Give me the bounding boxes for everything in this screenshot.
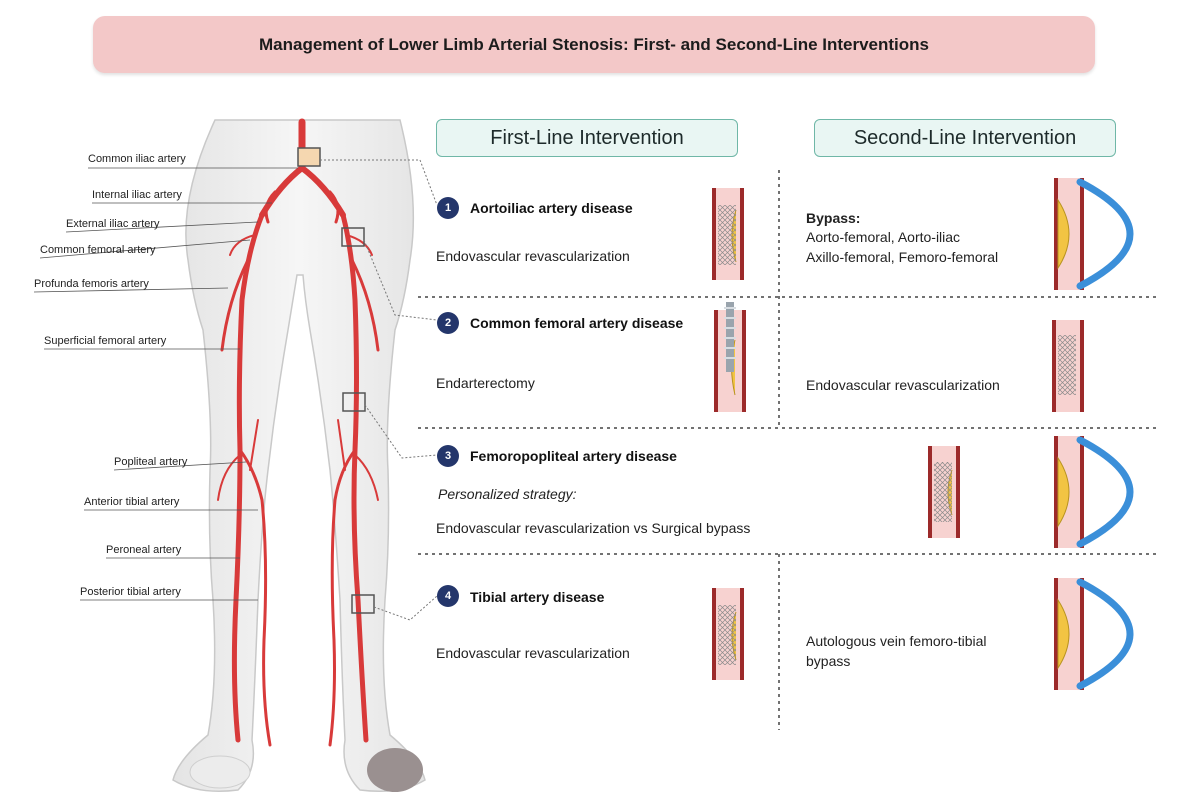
label-common-iliac: Common iliac artery xyxy=(88,153,186,165)
label-popliteal: Popliteal artery xyxy=(114,456,188,468)
row1-second-line-text-1: Aorto-femoral, Aorto-iliac xyxy=(806,229,961,245)
page-title: Management of Lower Limb Arterial Stenos… xyxy=(258,34,929,54)
row2-first-line-text: Endarterectomy xyxy=(436,375,535,391)
row3-first-line-text: Endovascular revascularization vs Surgic… xyxy=(436,520,751,536)
label-profunda-femoris: Profunda femoris artery xyxy=(34,278,149,290)
row1-disease-title: Aortoiliac artery disease xyxy=(470,200,633,216)
row2-disease-title: Common femoral artery disease xyxy=(470,315,684,331)
stent-icon-row3 xyxy=(928,446,960,538)
row3-disease-title: Femoropopliteal artery disease xyxy=(470,448,677,464)
bypass-icon-row3 xyxy=(1054,436,1134,548)
label-common-femoral: Common femoral artery xyxy=(40,244,156,256)
row2-number-badge: 2 xyxy=(437,312,459,334)
endarterectomy-icon-row2 xyxy=(714,302,746,412)
lesion-connectors xyxy=(320,159,438,621)
label-anterior-tibial: Anterior tibial artery xyxy=(84,496,180,508)
row1-second-line-heading: Bypass: xyxy=(806,210,861,226)
grid-separators xyxy=(418,170,1160,730)
row1-first-line-text: Endovascular revascularization xyxy=(436,248,630,264)
second-line-header: Second-Line Intervention xyxy=(814,119,1116,157)
label-internal-iliac: Internal iliac artery xyxy=(92,189,182,201)
label-peroneal: Peroneal artery xyxy=(106,544,182,556)
stent-icon-row2-second xyxy=(1052,320,1084,412)
row4-second-line-text-1: Autologous vein femoro-tibial xyxy=(806,633,987,649)
row4-first-line-text: Endovascular revascularization xyxy=(436,645,630,661)
lesion-markers xyxy=(297,147,375,614)
title-banner: Management of Lower Limb Arterial Stenos… xyxy=(93,16,1095,73)
bypass-icon-row4 xyxy=(1054,578,1134,690)
bypass-icon-row1 xyxy=(1054,178,1134,290)
row3-number-badge: 3 xyxy=(437,445,459,467)
label-posterior-tibial: Posterior tibial artery xyxy=(80,586,181,598)
legs-illustration xyxy=(172,119,426,792)
row2-second-line-text: Endovascular revascularization xyxy=(806,377,1000,393)
label-leaders xyxy=(33,167,298,601)
row4-number-badge: 4 xyxy=(437,585,459,607)
label-superficial-femoral: Superficial femoral artery xyxy=(44,335,167,347)
row1-number-badge: 1 xyxy=(437,197,459,219)
row4-disease-title: Tibial artery disease xyxy=(470,589,605,605)
row1-second-line-text-2: Axillo-femoral, Femoro-femoral xyxy=(806,249,999,265)
label-external-iliac: External iliac artery xyxy=(66,218,160,230)
stent-icon-row4 xyxy=(712,588,744,680)
first-line-header: First-Line Intervention xyxy=(436,119,738,157)
row3-strategy-text: Personalized strategy: xyxy=(438,486,577,502)
stent-icon-row1 xyxy=(712,188,744,280)
row4-second-line-text-2: bypass xyxy=(806,653,851,669)
